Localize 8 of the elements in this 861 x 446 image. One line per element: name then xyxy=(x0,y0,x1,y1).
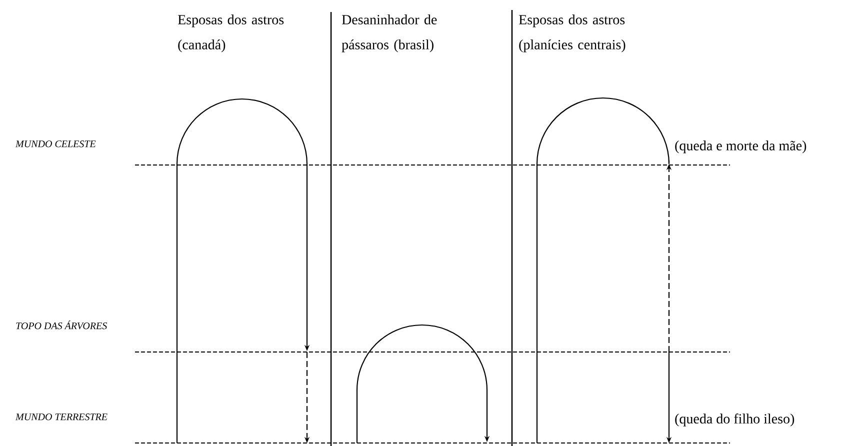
event-note: (queda do filho ileso) xyxy=(675,414,794,426)
level-label: MUNDO CELESTE xyxy=(15,140,96,148)
level-label: MUNDO TERRESTRE xyxy=(15,414,108,420)
column-heading: Desaninhador de pássaros (brasil) xyxy=(342,14,437,52)
level-label: TOPO DAS ÁRVORES xyxy=(16,320,107,330)
column-heading: Esposas dos astros (planícies centrais) xyxy=(518,14,626,52)
event-note: (queda e morte da mãe) xyxy=(675,140,806,154)
column-heading: Esposas dos astros (canadá) xyxy=(178,14,284,52)
